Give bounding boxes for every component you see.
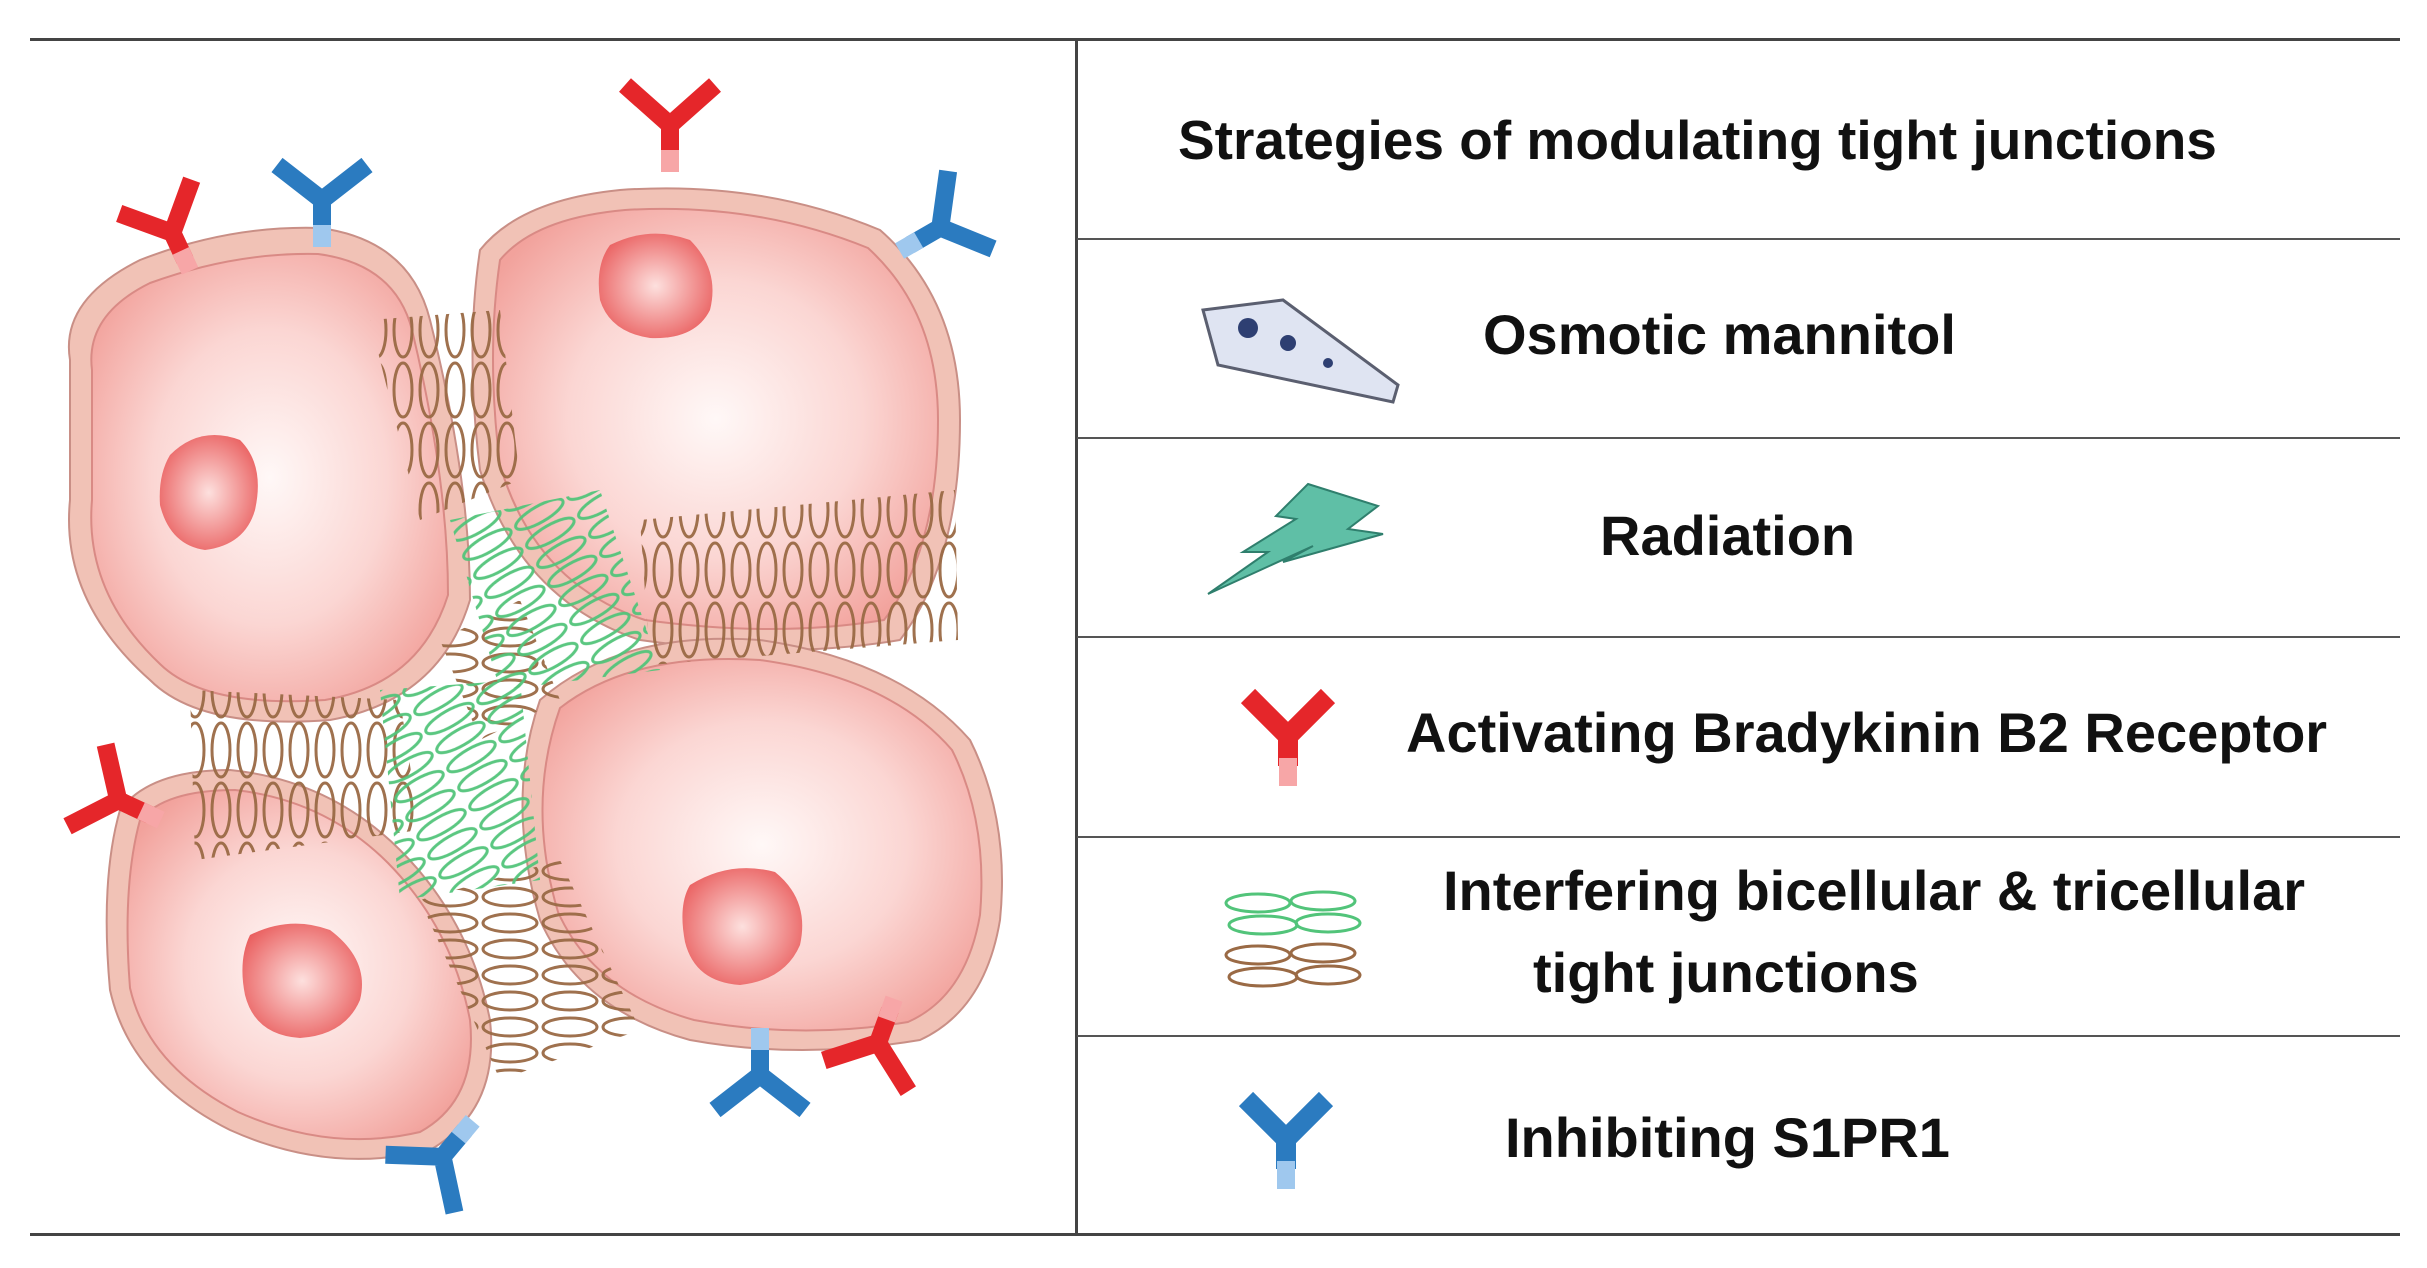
bicellular-junction-strands xyxy=(190,690,420,860)
strategy-row-s1pr1: Inhibiting S1PR1 xyxy=(1078,1037,2400,1235)
cell-bottom-left xyxy=(105,768,493,1160)
strategy-label: Inhibiting S1PR1 xyxy=(1505,1106,1950,1169)
mannitol-crystal-icon xyxy=(1201,298,1400,404)
strategy-row-tight-junctions: Interfering bicellular & tricellular tig… xyxy=(1078,838,2400,1036)
s1pr1-receptor xyxy=(385,1115,480,1215)
strategy-label-line1: Interfering bicellular & tricellular xyxy=(1443,859,2306,922)
bradykinin-receptor xyxy=(63,742,165,835)
bottom-border xyxy=(30,1233,2400,1236)
strategy-row-radiation: Radiation xyxy=(1078,439,2400,637)
nucleus xyxy=(242,923,362,1038)
nucleus xyxy=(598,233,713,339)
top-border xyxy=(30,38,2400,41)
tight-junction-strands-icon xyxy=(1224,890,1362,988)
column-divider xyxy=(1075,40,1078,1235)
table-rule xyxy=(1077,1035,2400,1037)
strategy-label: Activating Bradykinin B2 Receptor xyxy=(1406,701,2328,764)
s1pr1-receptor xyxy=(271,157,373,247)
strategy-label: Radiation xyxy=(1600,504,1856,567)
table-header-row: Strategies of modulating tight junctions xyxy=(1078,40,2400,238)
cell-bottom-right xyxy=(521,637,1003,1051)
bicellular-junction-strands xyxy=(370,310,520,520)
bradykinin-receptor xyxy=(821,995,916,1096)
strategy-row-bradykinin: Activating Bradykinin B2 Receptor xyxy=(1078,638,2400,836)
radiation-bolt-icon xyxy=(1207,482,1384,595)
bicellular-junction-strands xyxy=(420,860,640,1080)
bradykinin-receptor xyxy=(619,78,721,172)
s1pr1-receptor xyxy=(895,169,997,259)
table-rule xyxy=(1077,636,2400,638)
table-title: Strategies of modulating tight junctions xyxy=(1178,109,2217,171)
s1pr1-receptor xyxy=(709,1028,811,1118)
bicellular-junction-strands xyxy=(640,490,958,665)
strategy-row-osmotic-mannitol: Osmotic mannitol xyxy=(1078,240,2400,438)
tricellular-junction-strands xyxy=(380,680,540,900)
nucleus xyxy=(682,868,803,985)
strategy-label-line2: tight junctions xyxy=(1533,941,1919,1004)
tricellular-junction-strands xyxy=(450,490,660,690)
blue-receptor-icon xyxy=(1238,1091,1334,1189)
cell-top-left xyxy=(67,226,472,723)
strategy-label: Osmotic mannitol xyxy=(1483,303,1956,366)
table-rule xyxy=(1077,437,2400,439)
table-rule xyxy=(1077,238,2400,240)
bradykinin-receptor xyxy=(116,176,201,275)
epithelial-cells-illustration xyxy=(63,78,1003,1215)
table-rule xyxy=(1077,836,2400,838)
nucleus xyxy=(159,435,258,550)
red-receptor-icon xyxy=(1240,688,1336,786)
